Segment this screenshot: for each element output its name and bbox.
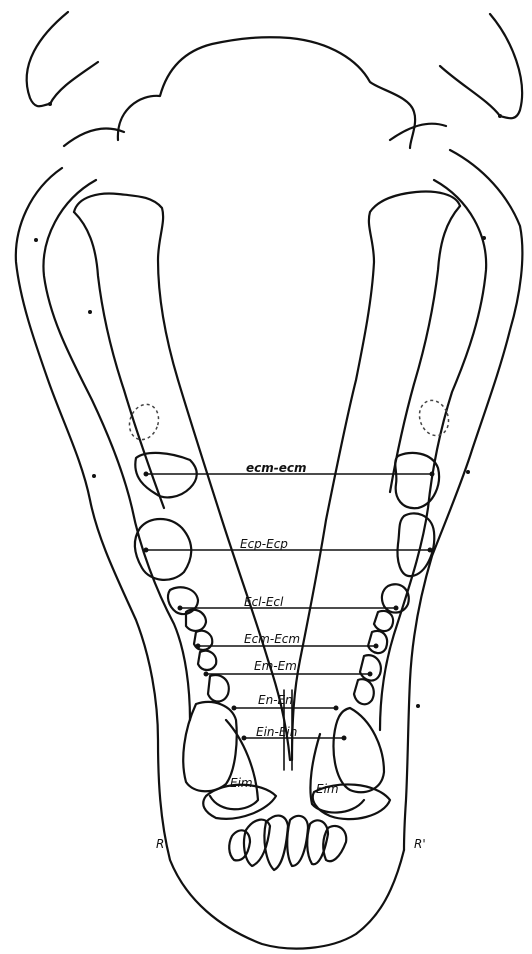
right-pterygoid-inner	[390, 206, 460, 492]
left-orbit-arc	[64, 128, 124, 146]
landmark-dot	[34, 238, 38, 242]
right-cheek-outline	[404, 150, 522, 850]
label-r-left: R'	[156, 837, 168, 851]
label-eim-right: Eim	[316, 782, 339, 796]
label-em-em: Em-Em	[254, 659, 297, 673]
incisor-fan	[203, 784, 390, 870]
landmark-dot	[466, 470, 470, 474]
left-cheek-outline	[16, 168, 404, 949]
left-pterygoid-process	[74, 194, 290, 760]
right-orbit-arc	[390, 124, 446, 140]
left-palatine-plate	[183, 702, 236, 791]
label-eim-left: Eim	[230, 776, 253, 790]
label-ecm-ecm-upper: Ecm-Ecm	[244, 632, 300, 646]
landmark-dot	[416, 704, 420, 708]
frontal-outline	[118, 37, 415, 148]
label-ecp-ecp: Ecp-Ecp	[240, 537, 288, 551]
label-ein-ein: Ein-Ein	[256, 725, 297, 739]
right-upper-outline	[440, 14, 522, 118]
label-ecm-ecm: ecm-ecm	[246, 461, 307, 475]
left-foramen	[125, 400, 164, 443]
landmark-dot	[88, 310, 92, 314]
left-upper-outline	[27, 12, 98, 106]
landmark-dot	[48, 102, 52, 106]
right-palatine-plate	[334, 708, 384, 792]
landmark-dot	[498, 114, 502, 118]
right-foramen	[415, 396, 454, 439]
label-r-right: R'	[414, 837, 426, 851]
label-en-en: En-En	[258, 693, 293, 707]
landmark-dot	[92, 474, 96, 478]
left-inner-contour	[43, 180, 190, 720]
label-ecl-ecl: Ecl-Ecl	[244, 595, 284, 609]
